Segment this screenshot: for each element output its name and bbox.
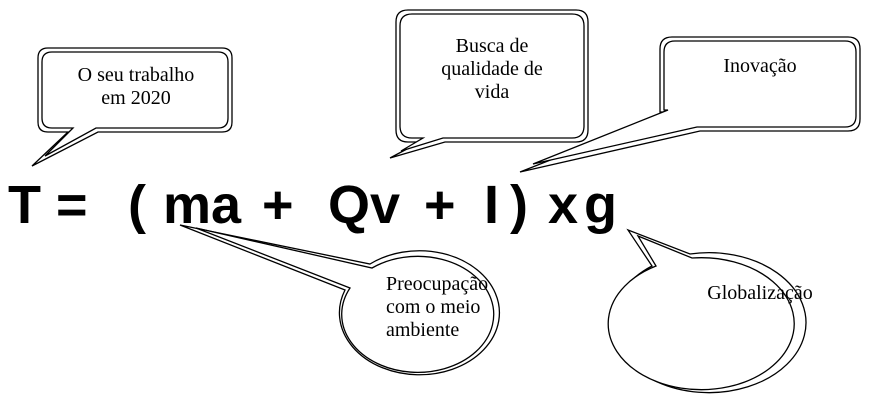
callout-globalizacao-shape: [607, 228, 807, 394]
callout-meio-ambiente-line-2: com o meio: [386, 296, 481, 318]
callout-meio-ambiente: Preocupação com o meio ambiente: [360, 273, 500, 342]
formula-plus-2: +: [424, 175, 456, 235]
formula-plus-1: +: [262, 175, 294, 235]
callout-qualidade-line-2: qualidade de: [441, 58, 543, 80]
callout-globalizacao-line-1: Globalização: [707, 282, 813, 304]
callout-globalizacao: Globalização: [660, 282, 860, 305]
callout-trabalho-line-1: O seu trabalho: [77, 64, 195, 86]
formula-close-paren: ): [510, 175, 528, 235]
callout-meio-ambiente-line-3: ambiente: [386, 319, 460, 341]
callout-meio-ambiente-shape: [179, 224, 501, 376]
callout-qualidade: Busca de qualidade de vida: [400, 35, 584, 104]
formula-i: I: [484, 175, 500, 235]
formula-qv: Qv: [328, 175, 401, 235]
formula-x: x: [548, 175, 579, 235]
callout-qualidade-line-1: Busca de: [455, 35, 529, 57]
formula-open-paren: (: [128, 175, 146, 235]
callout-trabalho-line-2: em 2020: [101, 87, 171, 109]
callout-qualidade-line-3: vida: [474, 81, 510, 103]
callout-inovacao-line-1: Inovação: [723, 55, 797, 77]
callout-trabalho-shape: [31, 47, 233, 167]
callout-qualidade-shape: [389, 9, 589, 159]
formula-equals: =: [56, 175, 88, 235]
formula-g: g: [584, 175, 617, 235]
callout-inovacao-shape: [519, 36, 861, 173]
formula-t: T: [8, 175, 41, 235]
callout-meio-ambiente-line-1: Preocupação: [386, 273, 489, 295]
callout-inovacao: Inovação: [664, 55, 856, 78]
callout-trabalho: O seu trabalho em 2020: [44, 64, 228, 110]
formula-ma: ma: [163, 175, 242, 235]
